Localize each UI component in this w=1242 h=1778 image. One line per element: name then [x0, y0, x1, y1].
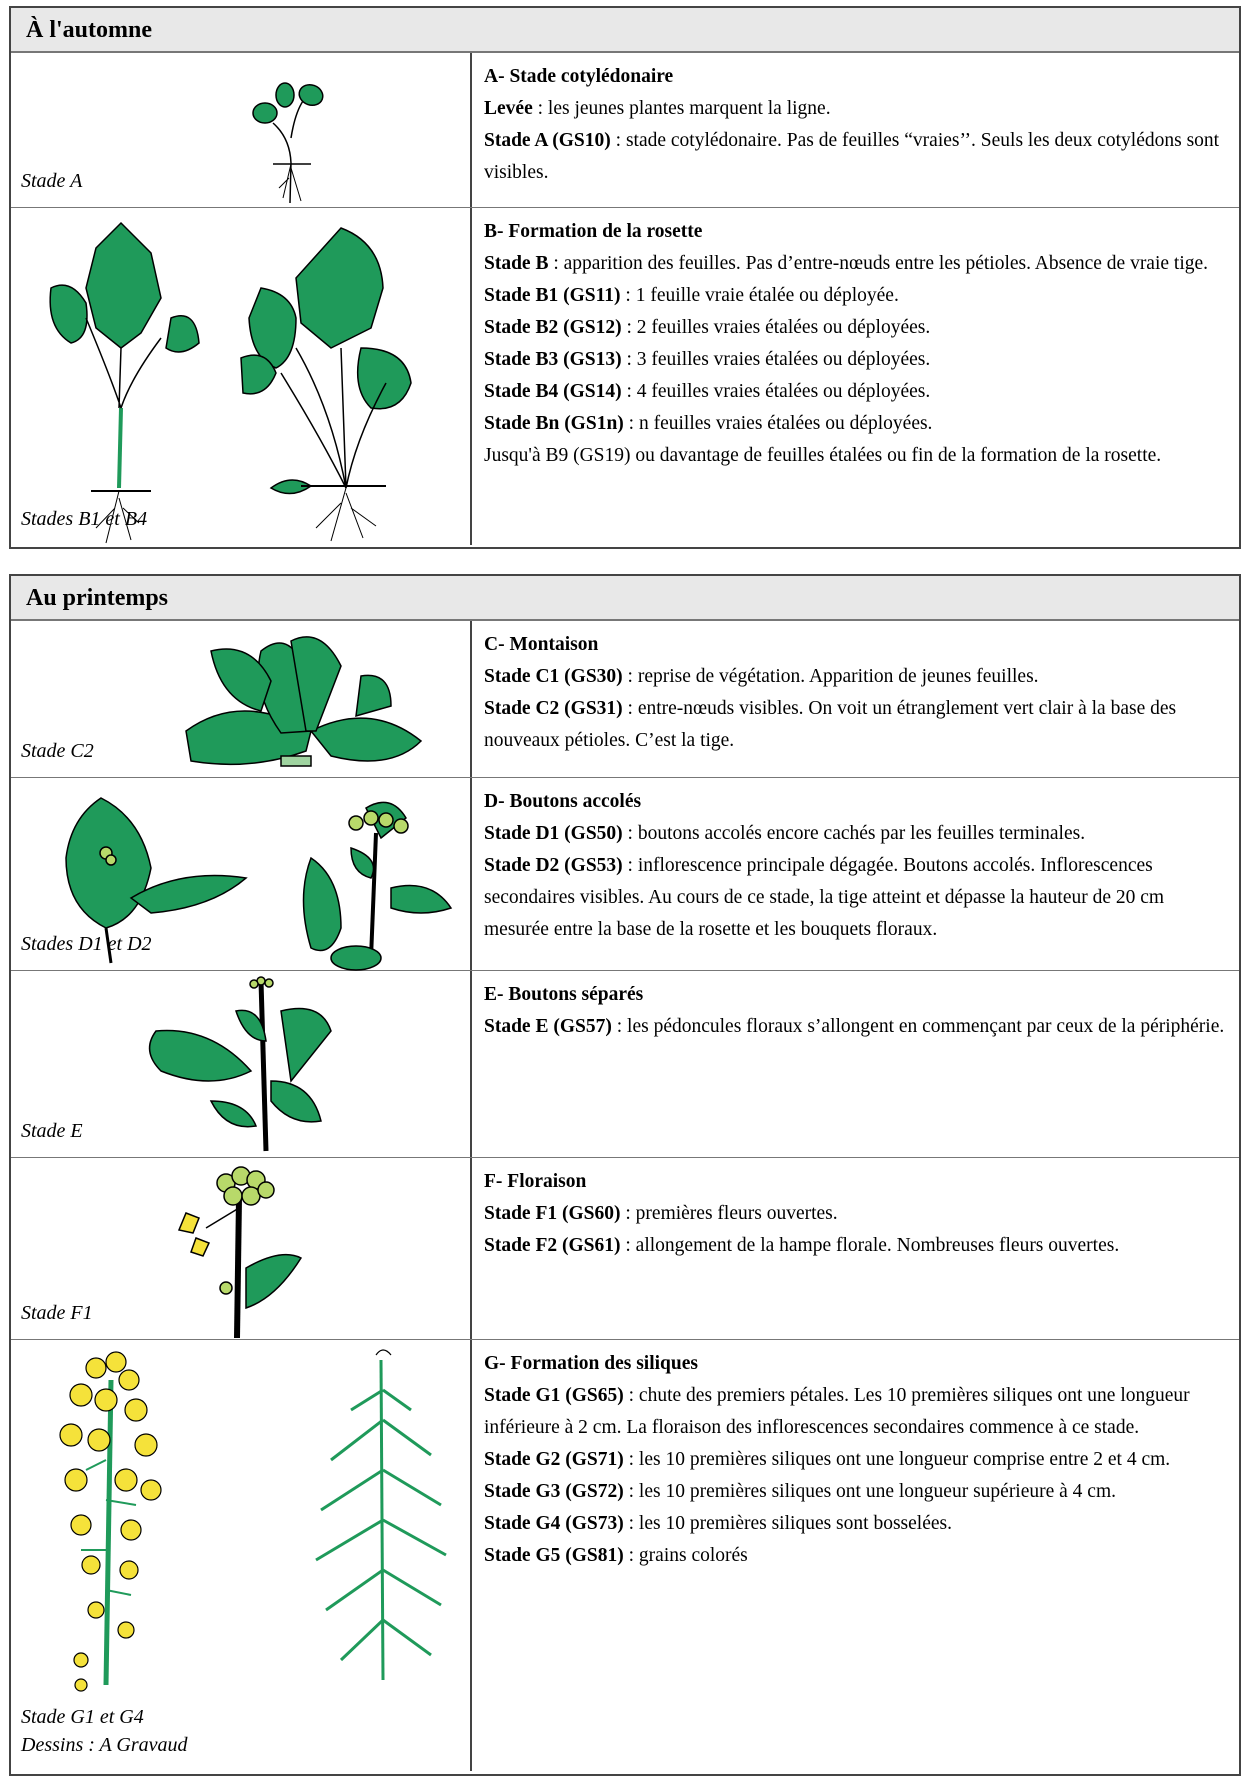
stage-illustration: Stade A	[11, 53, 472, 207]
stage-line: Levée : les jeunes plantes marquent la l…	[484, 98, 831, 119]
stage-row-e: Stade E E- Boutons séparés Stade E (GS57…	[11, 970, 1239, 1157]
stage-row-g: Stade G1 et G4 Dessins : A Gravaud G- Fo…	[11, 1339, 1239, 1771]
stage-description: F- Floraison Stade F1 (GS60) : premières…	[472, 1158, 1239, 1339]
stage-title: B- Formation de la rosette	[484, 221, 703, 242]
image-caption: Stade E	[21, 1120, 83, 1142]
stage-line: Stade G5 (GS81) : grains colorés	[484, 1545, 748, 1566]
stage-row-c: Stade C2 C- Montaison Stade C1 (GS30) : …	[11, 620, 1239, 777]
stage-description: A- Stade cotylédonaire Levée : les jeune…	[472, 53, 1239, 207]
image-caption: Stades D1 et D2	[21, 933, 152, 955]
stage-line: Stade G1 (GS65) : chute des premiers pét…	[484, 1385, 1190, 1438]
stage-line: Stade C1 (GS30) : reprise de végétation.…	[484, 666, 1039, 687]
stage-description: G- Formation des siliques Stade G1 (GS65…	[472, 1340, 1239, 1771]
stage-line: Stade E (GS57) : les pédoncules floraux …	[484, 1016, 1225, 1037]
section-autumn: À l'automne Stade A A- Stade cotylédonai…	[9, 6, 1241, 549]
stage-title: G- Formation des siliques	[484, 1353, 698, 1374]
plant-stage-f-drawing	[177, 1166, 303, 1339]
section-header: Au printemps	[11, 576, 1239, 620]
image-caption: Stade A	[21, 170, 83, 192]
stage-title: D- Boutons accolés	[484, 791, 642, 812]
stage-line: Stade B4 (GS14) : 4 feuilles vraies étal…	[484, 381, 931, 402]
stage-description: C- Montaison Stade C1 (GS30) : reprise d…	[472, 621, 1239, 777]
plant-stage-e-drawing	[148, 976, 332, 1152]
stage-row-b: Stades B1 et B4 B- Formation de la roset…	[11, 207, 1239, 545]
stage-line: Stade G4 (GS73) : les 10 premières siliq…	[484, 1513, 952, 1534]
stage-line: Stade B : apparition des feuilles. Pas d…	[484, 253, 1209, 274]
stage-line: Stade B1 (GS11) : 1 feuille vraie étalée…	[484, 285, 899, 306]
stage-line: Stade B2 (GS12) : 2 feuilles vraies étal…	[484, 317, 931, 338]
stage-line: Stade C2 (GS31) : entre-nœuds visibles. …	[484, 698, 1177, 751]
plant-stage-c-drawing	[185, 636, 423, 767]
stage-line: Stade G3 (GS72) : les 10 premières siliq…	[484, 1481, 1117, 1502]
stage-row-d: Stades D1 et D2 D- Boutons accolés Stade…	[11, 777, 1239, 971]
stage-title: E- Boutons séparés	[484, 984, 644, 1005]
stage-line: Stade F1 (GS60) : premières fleurs ouver…	[484, 1203, 838, 1224]
stage-line: Jusqu'à B9 (GS19) ou davantage de feuill…	[484, 445, 1162, 466]
plant-stage-d-drawing	[65, 797, 453, 971]
stage-line: Stade G2 (GS71) : les 10 premières siliq…	[484, 1449, 1171, 1470]
stage-illustration: Stades D1 et D2	[11, 778, 472, 971]
stage-illustration: Stade C2	[11, 621, 472, 777]
stage-illustration: Stades B1 et B4	[11, 208, 472, 545]
stage-line: Stade Bn (GS1n) : n feuilles vraies étal…	[484, 413, 933, 434]
stage-illustration: Stade F1	[11, 1158, 472, 1339]
plant-stage-b-drawing	[49, 221, 412, 544]
image-caption: Stade F1	[21, 1302, 93, 1324]
stage-title: A- Stade cotylédonaire	[484, 66, 674, 87]
section-header: À l'automne	[11, 8, 1239, 52]
stage-title: C- Montaison	[484, 634, 599, 655]
stage-row-a: Stade A A- Stade cotylédonaire Levée : l…	[11, 52, 1239, 207]
stage-illustration: Stade G1 et G4 Dessins : A Gravaud	[11, 1340, 472, 1771]
stage-description: D- Boutons accolés Stade D1 (GS50) : bou…	[472, 778, 1239, 970]
image-caption: Stade C2	[21, 740, 94, 762]
plant-stage-g-drawing	[59, 1349, 447, 1692]
stage-illustration: Stade E	[11, 971, 472, 1157]
section-spring: Au printemps Stade C2 C- Montaison Sta	[9, 574, 1241, 1776]
stage-line: Stade B3 (GS13) : 3 feuilles vraies étal…	[484, 349, 931, 370]
stage-title: F- Floraison	[484, 1171, 587, 1192]
stage-description: B- Formation de la rosette Stade B : app…	[472, 208, 1239, 545]
plant-stage-a-drawing	[252, 82, 324, 204]
stage-line: Stade F2 (GS61) : allongement de la hamp…	[484, 1235, 1120, 1256]
image-caption: Stade G1 et G4 Dessins : A Gravaud	[21, 1706, 188, 1756]
stage-line: Stade A (GS10) : stade cotylédonaire. Pa…	[484, 130, 1220, 183]
stage-line: Stade D1 (GS50) : boutons accolés encore…	[484, 823, 1086, 844]
stage-row-f: Stade F1 F- Floraison Stade F1 (GS60) : …	[11, 1157, 1239, 1339]
stage-description: E- Boutons séparés Stade E (GS57) : les …	[472, 971, 1239, 1157]
stage-line: Stade D2 (GS53) : inflorescence principa…	[484, 855, 1165, 940]
image-caption: Stades B1 et B4	[21, 508, 148, 530]
